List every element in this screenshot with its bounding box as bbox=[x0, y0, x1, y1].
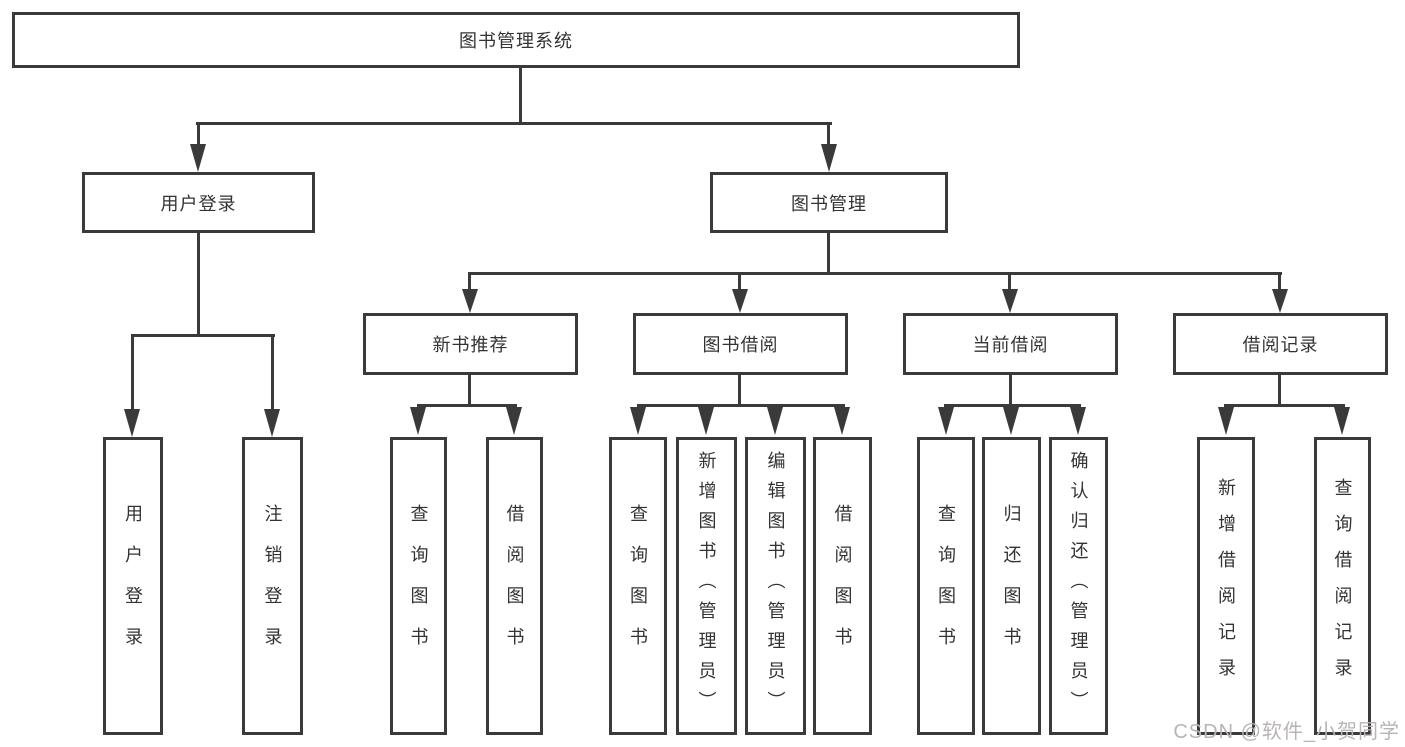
leaf-user-login-label: 用户登录 bbox=[123, 504, 143, 668]
connector-borrowing-stem bbox=[738, 375, 741, 406]
arrowhead-user-login bbox=[190, 144, 206, 172]
connector-mgmt-rail bbox=[468, 272, 1282, 275]
arrowhead-leaf-user-login bbox=[124, 409, 140, 437]
leaf-logout-label: 注销登录 bbox=[262, 504, 283, 668]
leaf-borrow-books-recommend-label: 借阅图书 bbox=[504, 504, 525, 668]
leaf-edit-books-admin: 编辑图书（管理员） bbox=[745, 437, 806, 735]
connector-userlogin-drop-1 bbox=[131, 334, 134, 411]
leaf-query-books-current-label: 查询图书 bbox=[936, 504, 956, 668]
leaf-add-borrow-record: 新增借阅记录 bbox=[1197, 437, 1255, 735]
csdn-watermark: CSDN @软件_小贺同学 bbox=[1173, 721, 1400, 743]
arrowhead-borrowing-leaf-2 bbox=[698, 407, 714, 435]
node-current-borrowing: 当前借阅 bbox=[903, 313, 1118, 375]
node-book-management: 图书管理 bbox=[710, 172, 948, 233]
leaf-query-books-borrowing-label: 查询图书 bbox=[628, 504, 648, 668]
leaf-user-login: 用户登录 bbox=[103, 437, 163, 735]
leaf-return-books: 归还图书 bbox=[982, 437, 1041, 735]
connector-borrowing-rail bbox=[637, 404, 845, 407]
leaf-query-books-borrowing: 查询图书 bbox=[609, 437, 667, 735]
connector-root-drop-right bbox=[827, 122, 830, 148]
leaf-confirm-return-admin: 确认归还（管理员） bbox=[1049, 437, 1108, 735]
leaf-edit-books-admin-label: 编辑图书（管理员） bbox=[765, 451, 786, 721]
connector-current-stem bbox=[1009, 375, 1012, 406]
connector-mgmt-stem bbox=[827, 233, 830, 275]
leaf-logout: 注销登录 bbox=[242, 437, 303, 735]
leaf-add-borrow-record-label: 新增借阅记录 bbox=[1216, 478, 1236, 694]
leaf-query-books-current: 查询图书 bbox=[917, 437, 975, 735]
leaf-query-borrow-record-label: 查询借阅记录 bbox=[1332, 478, 1353, 694]
arrowhead-borrowing-records bbox=[1272, 289, 1288, 313]
connector-recommend-rail bbox=[417, 404, 517, 407]
arrowhead-current-borrowing bbox=[1002, 289, 1018, 313]
leaf-return-books-label: 归还图书 bbox=[1001, 504, 1022, 668]
leaf-borrow-books-recommend: 借阅图书 bbox=[486, 437, 543, 735]
arrowhead-new-book-recommend bbox=[462, 289, 478, 313]
leaf-add-books-admin-label: 新增图书（管理员） bbox=[696, 451, 717, 721]
arrowhead-book-borrowing bbox=[732, 289, 748, 313]
arrowhead-current-leaf-3 bbox=[1070, 407, 1086, 435]
connector-userlogin-drop-2 bbox=[271, 334, 274, 411]
connector-mgmt-drop-3 bbox=[1008, 272, 1011, 290]
connector-mgmt-drop-2 bbox=[738, 272, 741, 290]
connector-root-stem bbox=[519, 68, 522, 125]
arrowhead-current-leaf-1 bbox=[938, 407, 954, 435]
connector-mgmt-drop-1 bbox=[468, 272, 471, 290]
connector-current-rail bbox=[944, 404, 1081, 407]
connector-records-stem bbox=[1278, 375, 1281, 406]
node-borrowing-records: 借阅记录 bbox=[1173, 313, 1388, 375]
connector-root-rail bbox=[196, 122, 832, 125]
connector-records-rail bbox=[1224, 404, 1345, 407]
arrowhead-leaf-logout bbox=[264, 409, 280, 437]
node-book-borrowing: 图书借阅 bbox=[633, 313, 848, 375]
leaf-borrow-books: 借阅图书 bbox=[813, 437, 872, 735]
leaf-query-books-recommend-label: 查询图书 bbox=[408, 504, 429, 668]
leaf-add-books-admin: 新增图书（管理员） bbox=[676, 437, 737, 735]
leaf-query-books-recommend: 查询图书 bbox=[390, 437, 447, 735]
node-user-login: 用户登录 bbox=[82, 172, 315, 233]
connector-mgmt-drop-4 bbox=[1278, 272, 1281, 290]
leaf-confirm-return-admin-label: 确认归还（管理员） bbox=[1068, 451, 1089, 721]
node-new-book-recommend: 新书推荐 bbox=[363, 313, 578, 375]
connector-userlogin-rail bbox=[131, 334, 275, 337]
connector-userlogin-stem bbox=[197, 233, 200, 337]
arrowhead-recommend-leaf-2 bbox=[506, 407, 522, 435]
arrowhead-borrowing-leaf-1 bbox=[630, 407, 646, 435]
arrowhead-borrowing-leaf-4 bbox=[834, 407, 850, 435]
arrowhead-recommend-leaf-1 bbox=[410, 407, 426, 435]
arrowhead-records-leaf-1 bbox=[1218, 407, 1234, 435]
arrowhead-borrowing-leaf-3 bbox=[767, 407, 783, 435]
leaf-query-borrow-record: 查询借阅记录 bbox=[1314, 437, 1371, 735]
connector-recommend-stem bbox=[468, 375, 471, 406]
connector-root-drop-left bbox=[197, 122, 200, 148]
arrowhead-records-leaf-2 bbox=[1334, 407, 1350, 435]
arrowhead-book-management bbox=[821, 144, 837, 172]
leaf-borrow-books-label: 借阅图书 bbox=[832, 504, 853, 668]
arrowhead-current-leaf-2 bbox=[1003, 407, 1019, 435]
node-root: 图书管理系统 bbox=[12, 12, 1020, 68]
